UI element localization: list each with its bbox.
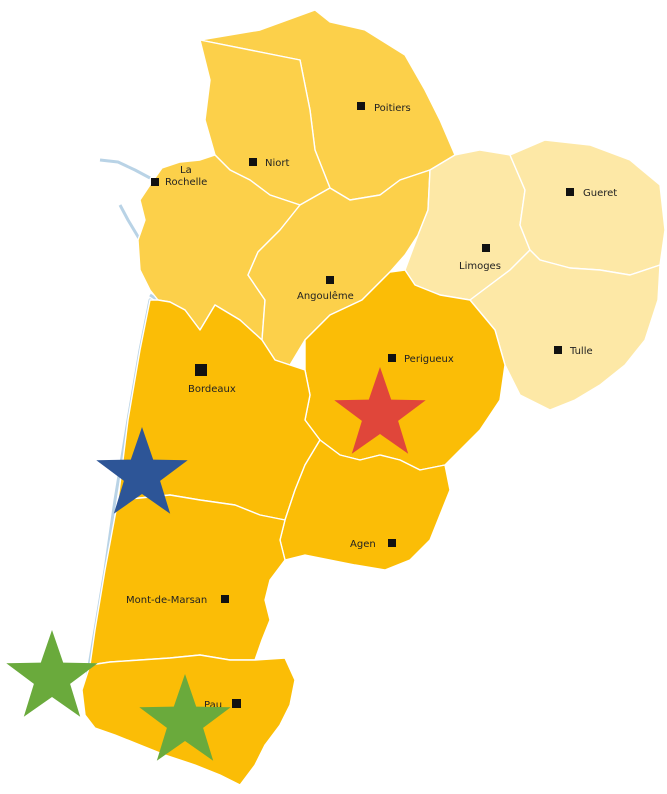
city-label-agen: Agen: [350, 539, 376, 550]
city-agen[interactable]: Agen: [350, 539, 396, 550]
city-marker: [357, 102, 365, 110]
city-angouleme[interactable]: Angoulême: [297, 276, 354, 302]
city-marker: [326, 276, 334, 284]
city-marker: [151, 178, 159, 186]
region-correze[interactable]: [469, 249, 661, 411]
city-label-gueret: Gueret: [583, 188, 617, 199]
city-label-limoges: Limoges: [459, 261, 501, 272]
city-marker: [388, 539, 396, 547]
city-label-mont-de-marsan: Mont-de-Marsan: [126, 595, 207, 606]
city-pau[interactable]: Pau: [204, 699, 241, 711]
city-label-la-rochelle-1: La: [180, 165, 192, 176]
green-star-coast[interactable]: [6, 630, 98, 717]
city-label-niort: Niort: [265, 158, 289, 169]
city-label-angouleme: Angoulême: [297, 290, 354, 302]
green-star-pau[interactable]: [139, 674, 231, 761]
city-tulle[interactable]: Tulle: [554, 346, 593, 357]
city-perigueux[interactable]: Perigueux: [388, 354, 454, 365]
city-label-tulle: Tulle: [569, 346, 593, 357]
city-label-pau: Pau: [204, 700, 222, 711]
red-star[interactable]: [334, 367, 426, 454]
city-marker: [221, 595, 229, 603]
city-label-bordeaux: Bordeaux: [188, 384, 236, 395]
blue-star[interactable]: [96, 427, 188, 514]
city-marker: [566, 188, 574, 196]
ile-de-re: [99, 158, 151, 180]
city-label-perigueux: Perigueux: [404, 354, 454, 365]
city-la-rochelle[interactable]: La Rochelle: [151, 165, 207, 188]
city-bordeaux[interactable]: Bordeaux: [188, 364, 236, 395]
city-gueret[interactable]: Gueret: [566, 188, 617, 199]
city-marker: [388, 354, 396, 362]
city-poitiers[interactable]: Poitiers: [357, 102, 411, 114]
city-mont-de-marsan[interactable]: Mont-de-Marsan: [126, 595, 229, 606]
city-label-la-rochelle-2: Rochelle: [165, 177, 207, 188]
city-marker: [232, 699, 241, 708]
city-marker: [482, 244, 490, 252]
city-marker: [554, 346, 562, 354]
city-niort[interactable]: Niort: [249, 158, 289, 169]
city-label-poitiers: Poitiers: [374, 103, 411, 114]
city-marker: [249, 158, 257, 166]
city-limoges[interactable]: Limoges: [459, 244, 501, 272]
region-landes[interactable]: [89, 494, 286, 666]
city-marker: [195, 364, 207, 376]
